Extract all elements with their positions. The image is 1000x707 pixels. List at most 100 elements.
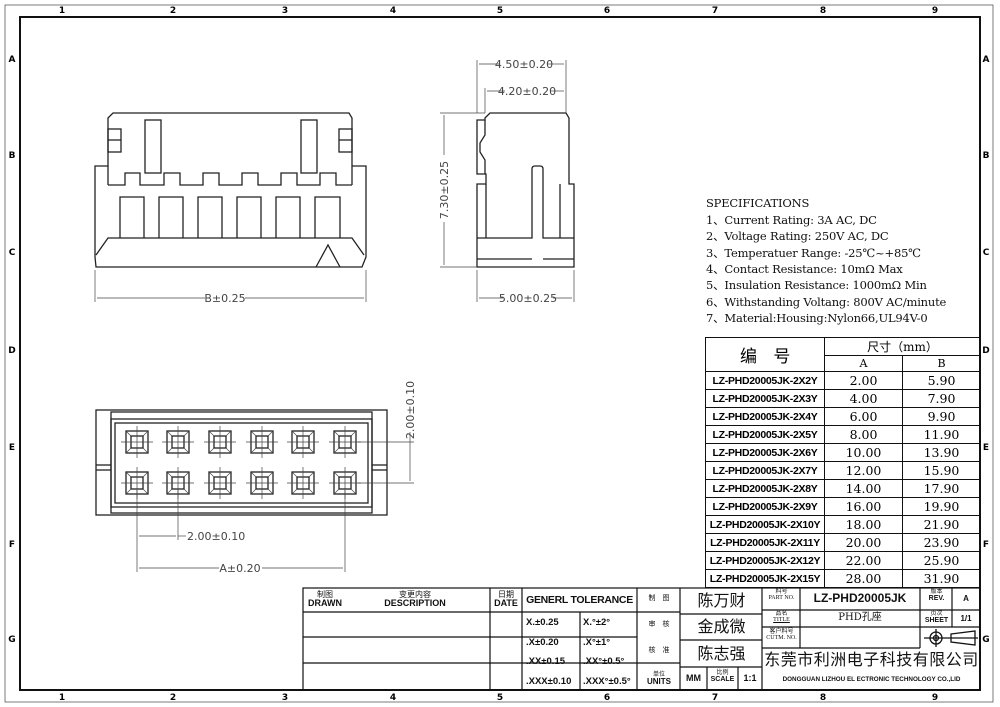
part-number-cell: LZ-PHD20005JK-2X2Y	[705, 371, 825, 390]
table-row: LZ-PHD20005JK-2X12Y 22.00 25.90	[705, 551, 981, 570]
dim-b-cell: 11.90	[902, 425, 981, 444]
sheet-cn: 页次	[930, 611, 943, 617]
table-row: LZ-PHD20005JK-2X10Y 18.00 21.90	[705, 515, 981, 534]
part-number-cell: LZ-PHD20005JK-2X4Y	[705, 407, 825, 426]
part-number-cell: LZ-PHD20005JK-2X11Y	[705, 533, 825, 552]
frame-column-label: 7	[712, 6, 718, 16]
pin-cavity	[246, 467, 278, 499]
date-en: DATE	[494, 598, 518, 608]
pin-cavity	[246, 426, 278, 458]
role-approve: 核 准	[648, 647, 670, 654]
dim-a-cell: 16.00	[824, 497, 903, 516]
frame-row-label: A	[9, 55, 16, 65]
dim-4-50-label: 4.50±0.20	[495, 58, 553, 71]
frame-column-label: 6	[604, 6, 610, 16]
tolerance-value: .XXX±0.10	[526, 675, 572, 687]
part-number-cell: LZ-PHD20005JK-2X6Y	[705, 443, 825, 462]
dim-b-cell: 21.90	[902, 515, 981, 534]
dim-b-cell: 23.90	[902, 533, 981, 552]
part-number-cell: LZ-PHD20005JK-2X3Y	[705, 389, 825, 408]
desc-cn: 变更内容	[399, 590, 431, 599]
bottom-view: 2.00±0.10 A±0.20 2.00±0.10	[95, 381, 417, 575]
table-row: LZ-PHD20005JK-2X5Y 8.00 11.90	[705, 425, 981, 444]
name-approve: 陈志强	[697, 644, 746, 663]
part-no-en: PART NO.	[768, 595, 795, 601]
pin-cavity	[204, 467, 236, 499]
frame-row-label: E	[983, 443, 989, 453]
tolerance-value: .X°±1°	[583, 636, 611, 648]
part-number-cell: LZ-PHD20005JK-2X15Y	[705, 569, 825, 588]
frame-column-label: 7	[712, 693, 718, 703]
part-number-cell: LZ-PHD20005JK-2X8Y	[705, 479, 825, 498]
role-check: 审 核	[648, 621, 670, 628]
frame-column-label: 6	[604, 693, 610, 703]
role-drawn: 制 图	[648, 595, 670, 602]
company-name-cn: 东莞市利洲电子科技有限公司	[764, 650, 979, 669]
frame-column-label: 1	[59, 693, 65, 703]
rev-cn: 版本	[930, 589, 943, 595]
date-cn: 日期	[498, 590, 514, 599]
dim-a-label: A±0.20	[219, 562, 260, 575]
dim-b-cell: 19.90	[902, 497, 981, 516]
pin-cavity	[162, 426, 194, 458]
dim-b-cell: 5.90	[902, 371, 981, 390]
tolerance-value: X.°±2°	[583, 617, 611, 628]
rev-en: REV.	[928, 595, 945, 602]
scale-cn: 比例	[716, 670, 729, 676]
col-header-size: 尺寸（mm）	[824, 337, 981, 356]
dim-a-cell: 22.00	[824, 551, 903, 570]
specification-item: 4、Contact Resistance: 10mΩ Max	[706, 261, 903, 276]
part-no-cn: 料号	[775, 589, 788, 595]
part-number-cell: LZ-PHD20005JK-2X5Y	[705, 425, 825, 444]
col-header-b: B	[902, 355, 981, 372]
frame-column-label: 8	[820, 693, 826, 703]
scale-en: SCALE	[710, 676, 735, 683]
table-row: LZ-PHD20005JK-2X4Y 6.00 9.90	[705, 407, 981, 426]
parts-dimension-table: 编 号 尺寸（mm） A B LZ-PHD20005JK-2X2Y 2.00 5…	[705, 337, 981, 588]
frame-column-label: 5	[497, 693, 503, 703]
specification-item: 1、Current Rating: 3A AC, DC	[706, 213, 877, 227]
specification-item: 2、Voltage Rating: 250V AC, DC	[706, 229, 889, 244]
pin-cavity	[287, 426, 319, 458]
frame-row-label: A	[983, 55, 990, 65]
projection-symbol-icon	[924, 629, 978, 647]
front-view: B±0.25	[94, 112, 367, 305]
pin-cavity	[121, 426, 153, 458]
tolerance-value: .XX±0.15	[526, 656, 566, 667]
drawn-en: DRAWN	[308, 598, 342, 608]
name-drawn: 陈万财	[697, 591, 746, 610]
dim-pitch-v-label: 2.00±0.10	[404, 381, 417, 439]
rev-value: A	[963, 594, 969, 603]
frame-row-label: G	[8, 635, 15, 645]
frame-column-label: 2	[170, 6, 176, 16]
frame-row-label: F	[9, 540, 15, 550]
frame-column-label: 2	[170, 693, 176, 703]
tolerance-value: .XXX°±0.5°	[583, 675, 631, 687]
dim-a-cell: 12.00	[824, 461, 903, 480]
title-value: PHD孔座	[838, 612, 882, 623]
tolerance-value: X.±0.25	[526, 617, 559, 628]
dim-b-cell: 25.90	[902, 551, 981, 570]
table-row: LZ-PHD20005JK-2X15Y 28.00 31.90	[705, 569, 981, 588]
units-cn: 单位	[652, 672, 665, 678]
units-value: MM	[686, 673, 701, 683]
drawn-cn: 制图	[317, 590, 333, 599]
specifications-title: SPECIFICATIONS	[706, 196, 810, 210]
title-en: TITLE	[773, 617, 790, 623]
table-row: LZ-PHD20005JK-2X7Y 12.00 15.90	[705, 461, 981, 480]
table-row: LZ-PHD20005JK-2X3Y 4.00 7.90	[705, 389, 981, 408]
title-block-grid	[302, 587, 981, 691]
cust-cn: 客户料号	[769, 629, 794, 635]
company-name-en: DONGGUAN LIZHOU EL ECTRONIC TECHNOLOGY C…	[782, 676, 961, 683]
pin-cavity	[329, 426, 361, 458]
dim-7-30-label: 7.30±0.25	[438, 161, 451, 219]
tolerance-value: .XX°±0.5°	[583, 656, 625, 667]
specification-item: 7、Material:Housing:Nylon66,UL94V-0	[706, 310, 928, 325]
side-view: 4.50±0.20 4.20±0.20 7.30±0.25 5.00±0.25	[438, 58, 575, 305]
